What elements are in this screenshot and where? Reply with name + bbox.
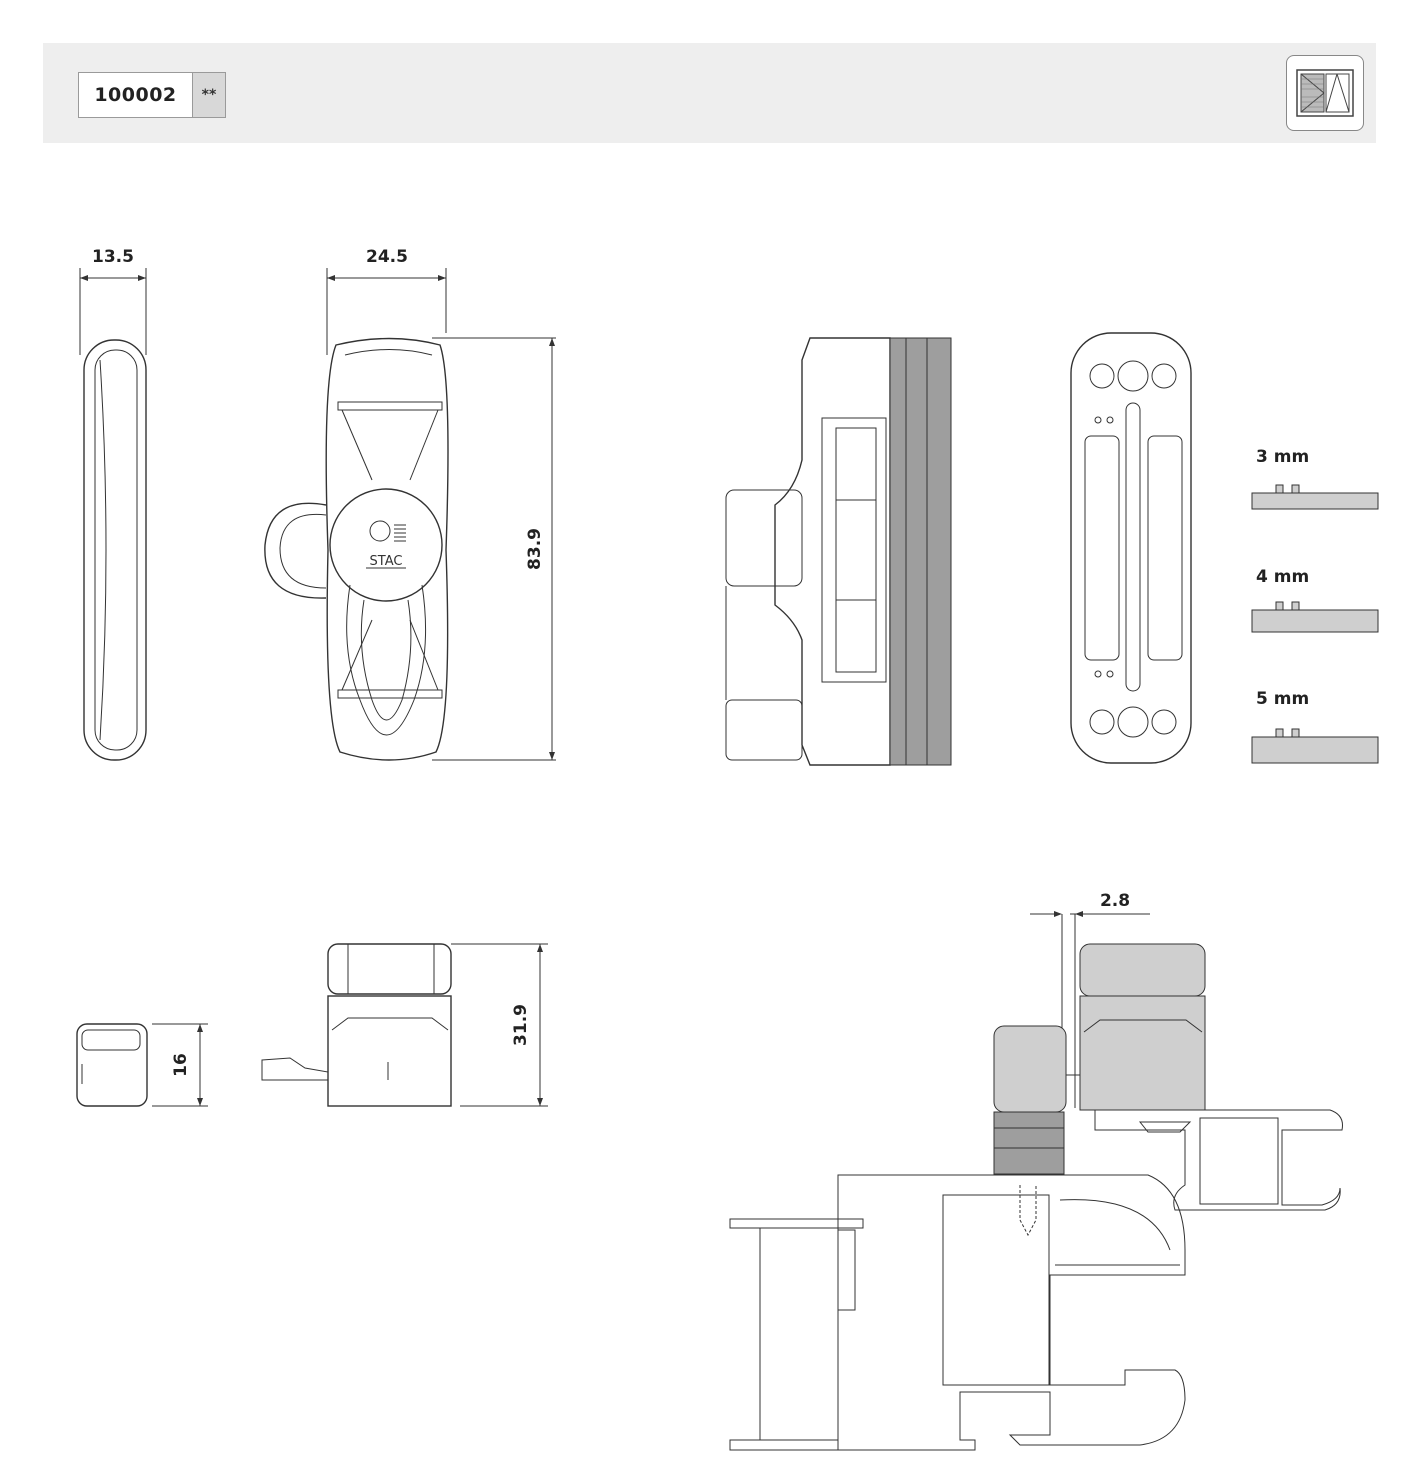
logo-text: STAC [370,554,403,569]
handle-front-view: 24.5 83.9 STAC [264,247,556,761]
handle-top-view: 31.9 [261,943,548,1107]
dim-cap-height: 16 [171,1053,191,1077]
window-sash-icon[interactable] [1286,55,1364,131]
dim-front-width: 24.5 [366,247,408,267]
spacer-4mm-label: 4 mm [1256,567,1309,587]
header-bar: 100002 ** [43,43,1376,143]
handle-side-view: 13.5 [79,247,147,761]
spacer-3mm-label: 3 mm [1256,447,1309,467]
dim-top-height: 31.9 [511,1004,531,1046]
dim-front-height: 83.9 [525,528,545,570]
product-code-box: 100002 ** [78,72,226,118]
handle-profile-view [725,337,952,766]
spacer-4mm: 4 mm [1251,567,1379,633]
product-code-suffix: ** [193,73,225,117]
product-code: 100002 [79,73,193,117]
window-sash-icon-graphic [1296,69,1354,117]
spacer-5mm: 5 mm [1251,689,1379,764]
dim-side-width: 13.5 [92,247,134,267]
spacer-5mm-label: 5 mm [1256,689,1309,709]
cap-view: 16 [76,1023,208,1107]
spacer-3mm: 3 mm [1251,447,1379,510]
assembly-section-view: 2.8 [729,891,1343,1451]
base-plate-view [1070,332,1192,764]
dim-gap: 2.8 [1100,891,1130,911]
